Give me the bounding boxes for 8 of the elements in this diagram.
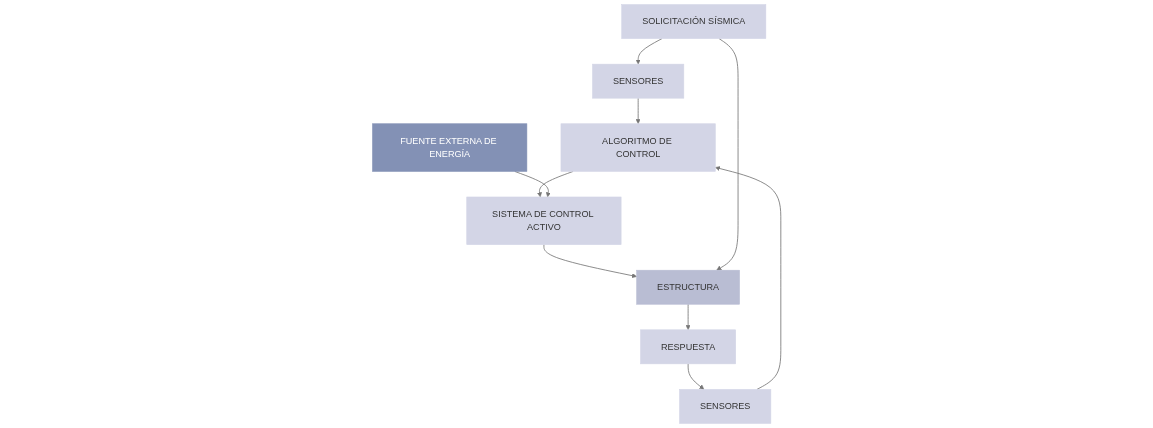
- node-box: SENSORES: [592, 63, 684, 99]
- node-box: SENSORES: [679, 389, 771, 424]
- node-box: SISTEMA DE CONTROL ACTIVO: [466, 196, 622, 245]
- node-box: ESTRUCTURA: [636, 269, 740, 305]
- node-box: SOLICITACIÓN SÍSMICA: [621, 4, 766, 39]
- node-box: RESPUESTA: [640, 329, 736, 365]
- node-box: ALGORITMO DE CONTROL: [560, 123, 716, 172]
- node-box: FUENTE EXTERNA DE ENERGÍA: [372, 123, 527, 172]
